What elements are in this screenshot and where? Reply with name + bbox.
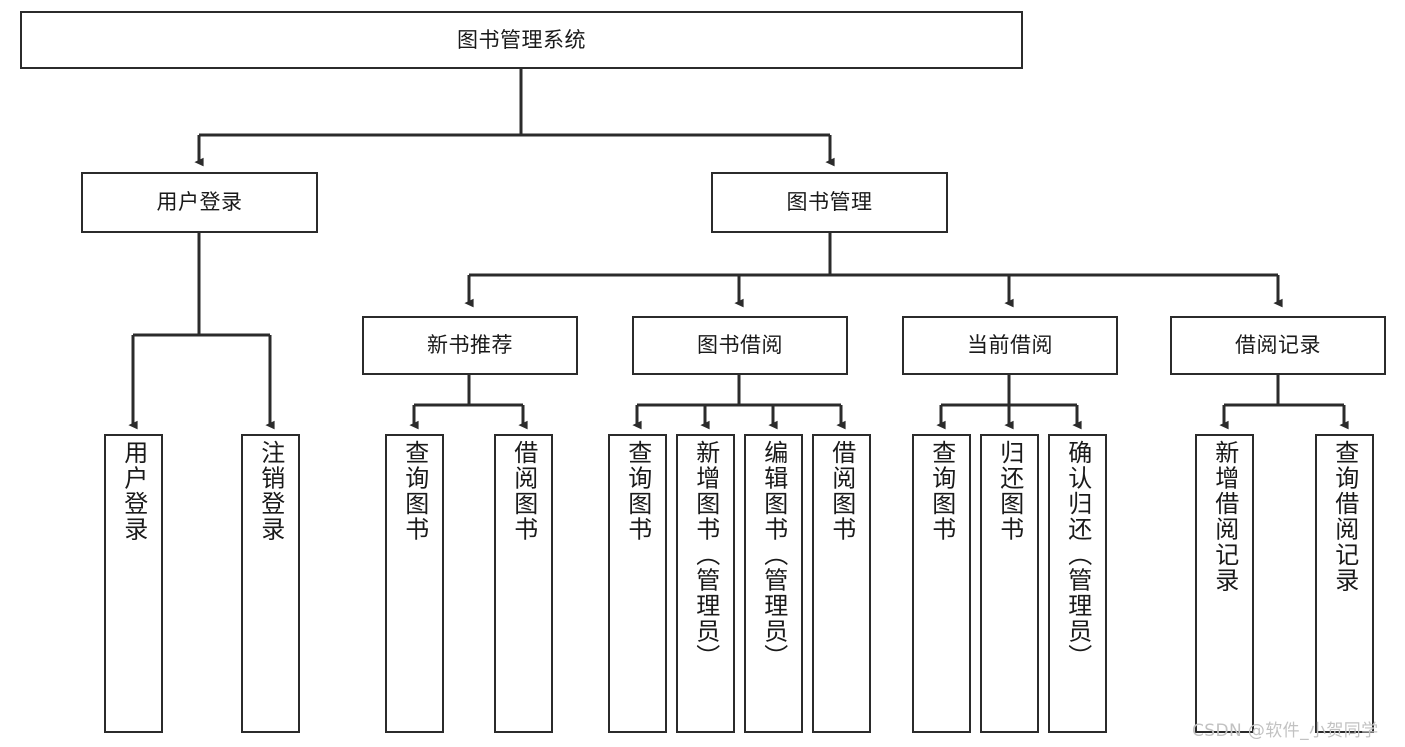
leaf-user-login-signin[interactable]: 用户登录 xyxy=(104,434,163,733)
leaf-current-query-book[interactable]: 查询图书 xyxy=(912,434,971,733)
node-label: 借阅图书 xyxy=(509,440,538,542)
node-label: 用户登录 xyxy=(156,190,243,215)
node-label: 图书借阅 xyxy=(697,333,783,358)
node-label: 编辑图书（管理员） xyxy=(759,440,788,670)
leaf-record-add[interactable]: 新增借阅记录 xyxy=(1195,434,1254,733)
leaf-borrow-borrow-book[interactable]: 借阅图书 xyxy=(812,434,871,733)
node-label: 新增图书（管理员） xyxy=(691,440,720,670)
leaf-new-book-borrow[interactable]: 借阅图书 xyxy=(494,434,553,733)
node-label: 注销登录 xyxy=(256,440,285,542)
node-label: 查询图书 xyxy=(927,440,956,542)
node-root-system[interactable]: 图书管理系统 xyxy=(20,11,1023,69)
node-user-login[interactable]: 用户登录 xyxy=(81,172,318,233)
node-label: 图书管理 xyxy=(786,190,873,215)
leaf-borrow-edit-book-admin[interactable]: 编辑图书（管理员） xyxy=(744,434,803,733)
leaf-current-confirm-return-admin[interactable]: 确认归还（管理员） xyxy=(1048,434,1107,733)
node-label: 新书推荐 xyxy=(427,333,513,358)
node-label: 归还图书 xyxy=(995,440,1024,542)
watermark-text: CSDN @软件_小贺同学 xyxy=(1192,721,1379,741)
node-borrow-record[interactable]: 借阅记录 xyxy=(1170,316,1386,375)
node-label: 查询借阅记录 xyxy=(1330,440,1359,593)
leaf-new-book-query[interactable]: 查询图书 xyxy=(385,434,444,733)
node-label: 借阅图书 xyxy=(827,440,856,542)
node-label: 当前借阅 xyxy=(967,333,1053,358)
leaf-current-return-book[interactable]: 归还图书 xyxy=(980,434,1039,733)
leaf-borrow-add-book-admin[interactable]: 新增图书（管理员） xyxy=(676,434,735,733)
leaf-user-login-signout[interactable]: 注销登录 xyxy=(241,434,300,733)
node-label: 确认归还（管理员） xyxy=(1063,440,1092,670)
node-label: 新增借阅记录 xyxy=(1210,440,1239,593)
node-book-management[interactable]: 图书管理 xyxy=(711,172,948,233)
node-label: 查询图书 xyxy=(400,440,429,542)
leaf-record-query[interactable]: 查询借阅记录 xyxy=(1315,434,1374,733)
node-label: 查询图书 xyxy=(623,440,652,542)
node-label: 图书管理系统 xyxy=(457,27,586,52)
node-label: 用户登录 xyxy=(119,440,148,542)
node-label: 借阅记录 xyxy=(1235,333,1321,358)
leaf-borrow-query-book[interactable]: 查询图书 xyxy=(608,434,667,733)
node-new-book-recommend[interactable]: 新书推荐 xyxy=(362,316,578,375)
node-book-borrow[interactable]: 图书借阅 xyxy=(632,316,848,375)
node-current-borrow[interactable]: 当前借阅 xyxy=(902,316,1118,375)
